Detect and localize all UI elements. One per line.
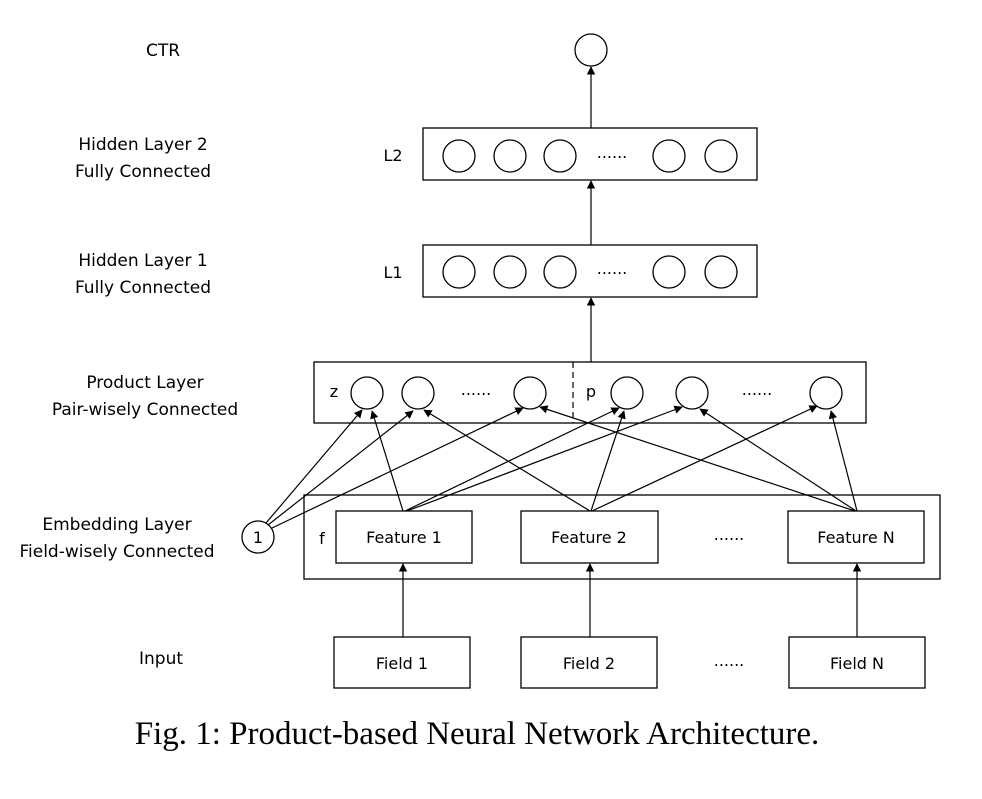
tag-l2: L2 [383,146,402,165]
edge-feature2-to-p1 [590,410,626,512]
edge-feature1-to-z1 [370,410,404,512]
z-node [401,376,435,410]
field-2-box [520,636,658,689]
hidden2-node [652,139,686,173]
embedding-layer-box [303,494,941,580]
label-embedding-layer: Embedding Layer [42,515,191,535]
label-hidden-layer-1: Hidden Layer 1 [78,251,207,271]
p-node [675,376,709,410]
hidden2-node [493,139,527,173]
edge-feature2-to-z2 [423,409,591,512]
feature-2-label: Feature 2 [551,528,627,547]
z-node [513,376,547,410]
edge-one-to-zn [271,407,524,529]
field-2-label: Field 2 [563,654,615,673]
hidden2-node [543,139,577,173]
figure-caption: Fig. 1: Product-based Neural Network Arc… [135,716,820,752]
feature-n-label: Feature N [817,528,895,547]
edge-feature2-to-pn [591,405,818,512]
edge-feature1-to-p1 [404,407,620,512]
hidden2-node [704,139,738,173]
label-product-layer-sub: Pair-wisely Connected [52,400,238,420]
label-input: Input [139,649,183,669]
hidden1-node [543,255,577,289]
tag-z: z [330,382,338,401]
field-n-label: Field N [830,654,884,673]
label-hidden-layer-2-sub: Fully Connected [75,162,211,182]
hidden-layer-1-box [422,244,758,298]
edge-featuren-to-pn [828,410,858,512]
z-node [350,376,384,410]
edge-feature1-to-p2 [406,405,683,512]
feature-1-label: Feature 1 [366,528,442,547]
field-1-label: Field 1 [376,654,428,673]
label-embedding-layer-sub: Field-wisely Connected [19,542,214,562]
ctr-output-node [574,33,608,67]
edge-featuren-to-p2 [699,408,857,512]
hidden1-node [652,255,686,289]
z-ellipsis: ...... [461,380,492,399]
label-hidden-layer-2: Hidden Layer 2 [78,135,207,155]
label-ctr: CTR [146,41,180,61]
hidden-layer-2-box [422,127,758,181]
p-node [809,376,843,410]
constant-one-node [241,520,275,554]
hidden1-node [493,255,527,289]
hidden2-ellipsis: ...... [597,143,628,162]
hidden2-node [442,139,476,173]
feature-1-box [335,510,473,564]
p-ellipsis: ...... [742,380,773,399]
field-1-box [333,636,471,689]
feature-ellipsis: ...... [714,525,745,544]
edge-one-to-z2 [267,410,414,526]
hidden1-node [704,255,738,289]
tag-f: f [319,529,325,548]
label-hidden-layer-1-sub: Fully Connected [75,278,211,298]
field-ellipsis: ...... [714,651,745,670]
hidden1-ellipsis: ...... [597,259,628,278]
edge-featuren-to-zn [539,405,856,512]
tag-p: p [586,382,596,401]
tag-l1: L1 [383,263,402,282]
p-node [610,376,644,410]
hidden1-node [442,255,476,289]
edge-one-to-z1 [265,409,363,524]
label-product-layer: Product Layer [86,373,203,393]
constant-one-label: 1 [253,528,263,547]
